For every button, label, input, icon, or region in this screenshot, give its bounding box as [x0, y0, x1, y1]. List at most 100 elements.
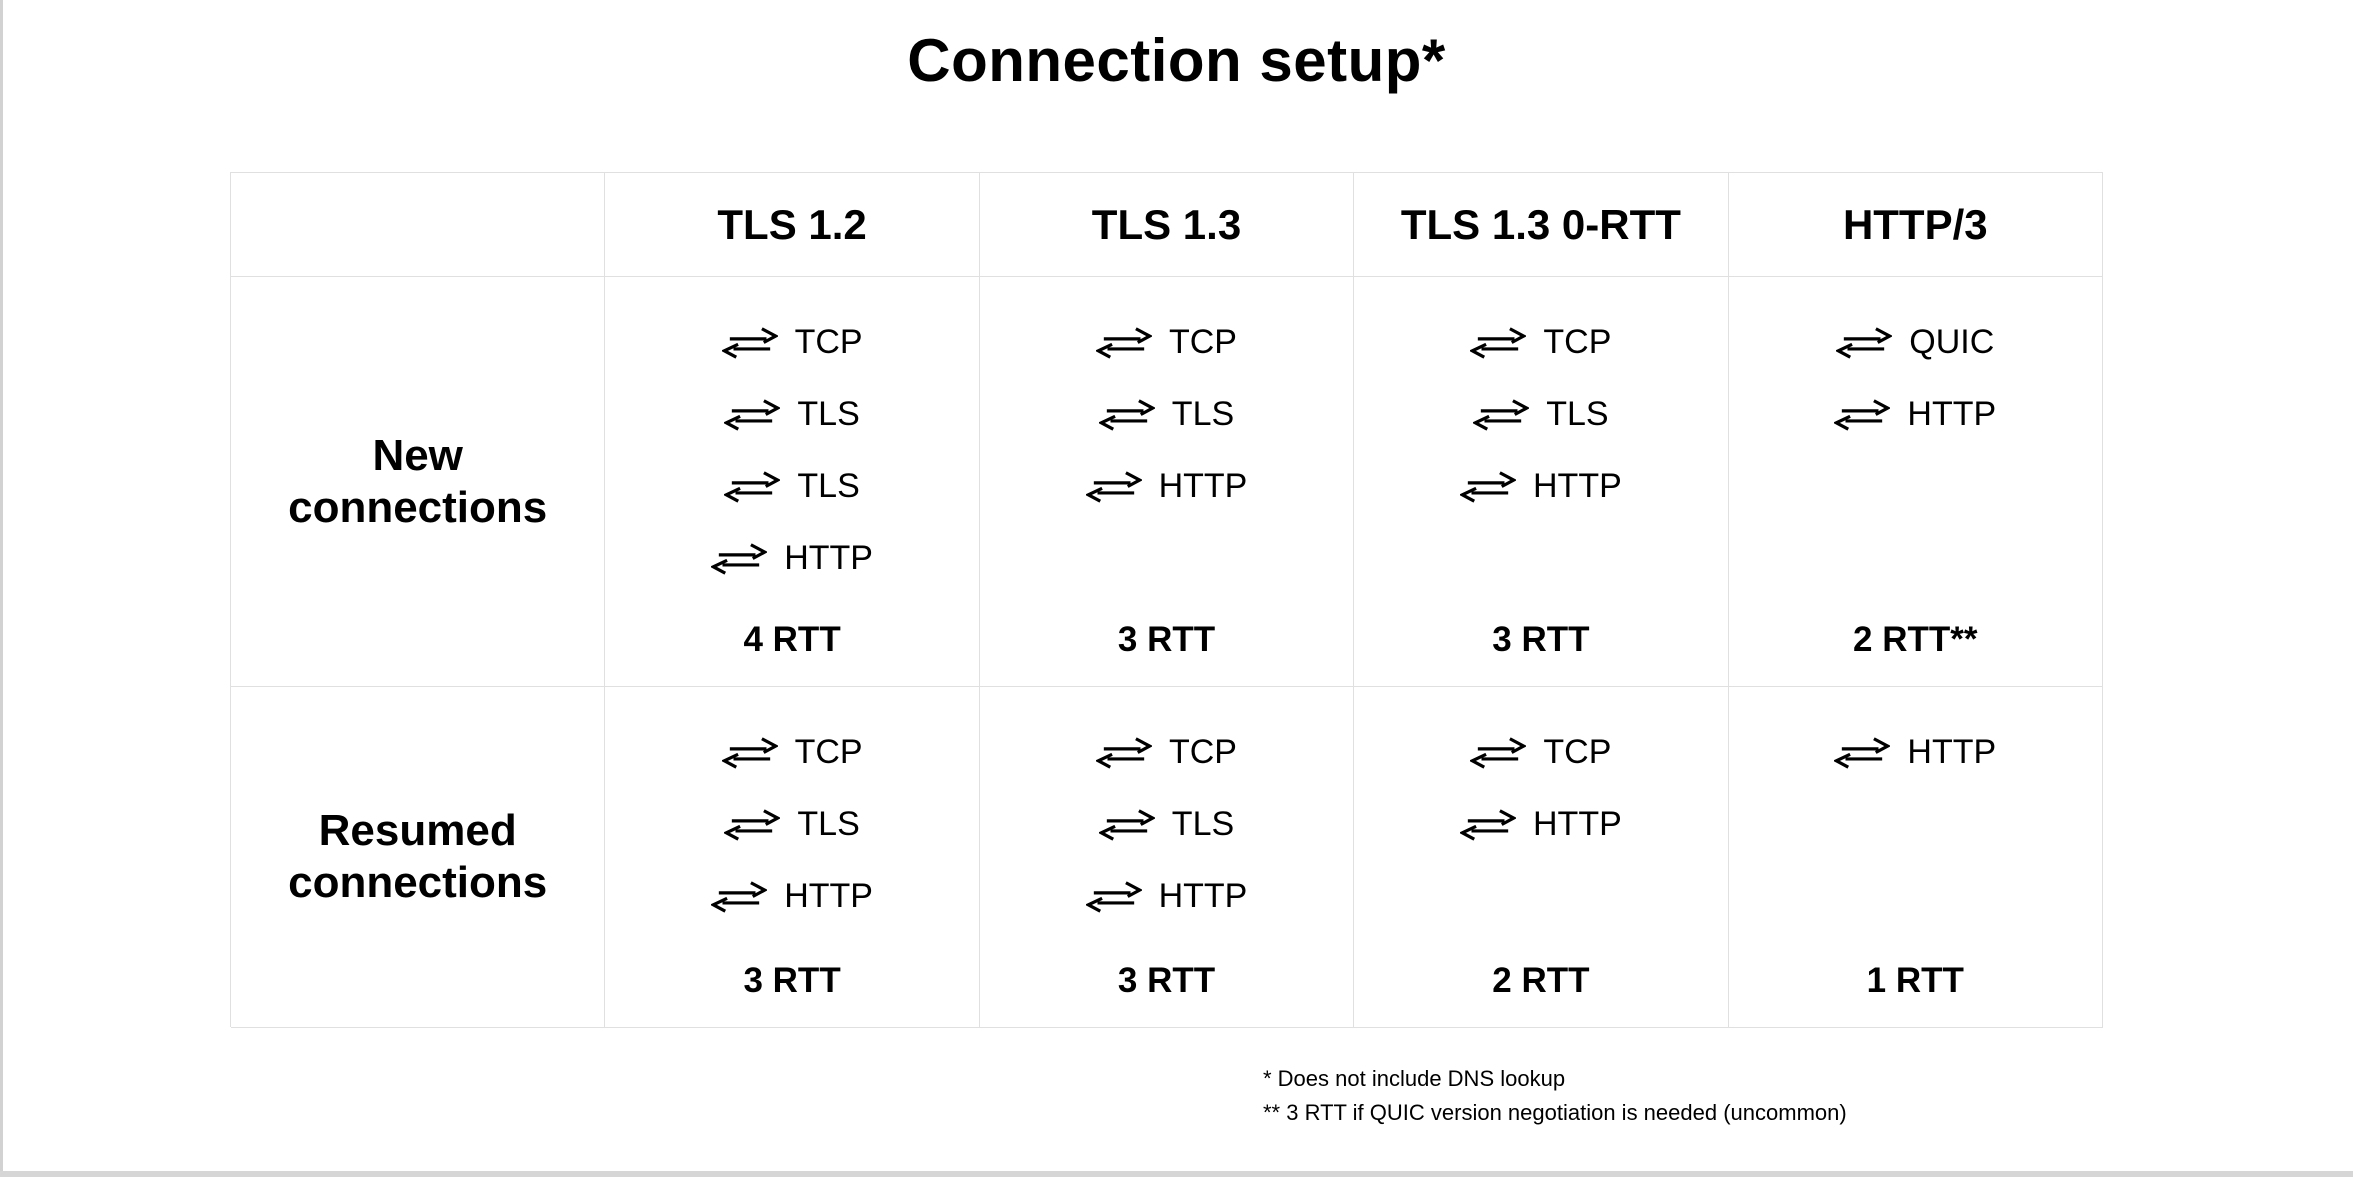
footnotes: * Does not include DNS lookup ** 3 RTT i… — [1263, 1062, 1847, 1130]
round-trip-arrows-icon — [1460, 808, 1516, 841]
handshake-steps: TCP TLS HTTP — [1085, 323, 1248, 505]
handshake-step: HTTP — [1834, 397, 1996, 431]
cell-resumed-http-3: HTTP 1 RTT — [1728, 687, 2103, 1028]
protocol-label: QUIC — [1909, 323, 1995, 361]
handshake-step: HTTP — [1460, 807, 1622, 841]
handshake-step: HTTP — [711, 879, 873, 913]
round-trip-arrows-icon — [1834, 736, 1891, 769]
column-header-http-3: HTTP/3 — [1728, 173, 2103, 277]
protocol-label: TCP — [794, 323, 863, 361]
column-header-tls-1-3: TLS 1.3 — [979, 173, 1355, 277]
footnote-quic-negotiation: ** 3 RTT if QUIC version negotiation is … — [1263, 1100, 1847, 1125]
round-trip-arrows-icon — [1098, 808, 1155, 841]
handshake-step: TLS — [724, 395, 860, 433]
round-trip-arrows-icon — [1460, 470, 1516, 503]
handshake-step: TCP — [721, 323, 863, 361]
handshake-step: TCP — [1095, 733, 1237, 771]
protocol-label: TLS — [797, 805, 860, 843]
window-left-edge — [0, 0, 3, 1177]
handshake-step: TCP — [1470, 735, 1611, 769]
column-header-tls-1-3-0-rtt: TLS 1.3 0-RTT — [1354, 173, 1729, 277]
round-trip-arrows-icon — [1834, 398, 1891, 431]
page-title: Connection setup* — [907, 27, 1446, 94]
rtt-total-label: 3 RTT — [1117, 961, 1216, 1000]
column-header-tls-1-2: TLS 1.2 — [605, 173, 980, 277]
protocol-label: HTTP — [1907, 395, 1997, 433]
handshake-step: HTTP — [1460, 469, 1622, 503]
protocol-label: TCP — [1543, 323, 1612, 361]
rtt-total-label: 3 RTT — [743, 961, 841, 1000]
connection-setup-table: TLS 1.2 TLS 1.3 TLS 1.3 0-RTT HTTP/3 New… — [230, 172, 2103, 1028]
handshake-steps: TCP TLS HTTP — [1460, 325, 1622, 503]
protocol-label: TCP — [794, 733, 863, 771]
handshake-step: TLS — [724, 805, 860, 843]
round-trip-arrows-icon — [724, 398, 781, 431]
protocol-label: TLS — [797, 467, 860, 505]
round-trip-arrows-icon — [711, 880, 768, 913]
round-trip-arrows-icon — [721, 736, 778, 769]
round-trip-arrows-icon — [1095, 326, 1152, 359]
round-trip-arrows-icon — [1473, 398, 1530, 431]
cell-resumed-tls-1-3-0-rtt: TCP HTTP 2 RTT — [1354, 687, 1729, 1028]
handshake-step: TLS — [724, 467, 860, 505]
rtt-total-label: 4 RTT — [743, 620, 841, 659]
protocol-label: HTTP — [1907, 733, 1997, 771]
row-label-new-connections: New connections — [231, 277, 606, 687]
rtt-total-label: 2 RTT — [1492, 961, 1590, 1000]
protocol-label: TLS — [1171, 395, 1235, 433]
window-bottom-edge — [0, 1171, 2353, 1177]
corner-cell — [231, 173, 606, 277]
protocol-label: HTTP — [784, 877, 873, 915]
handshake-step: TCP — [721, 733, 863, 771]
rtt-total-label: 2 RTT** — [1853, 620, 1978, 659]
handshake-step: TLS — [1098, 805, 1235, 843]
rtt-total-label: 3 RTT — [1117, 620, 1216, 659]
protocol-label: TCP — [1168, 323, 1237, 361]
handshake-steps: QUIC HTTP — [1834, 325, 1996, 431]
handshake-step: HTTP — [711, 541, 873, 575]
handshake-step: QUIC — [1836, 325, 1994, 359]
protocol-label: TCP — [1543, 733, 1612, 771]
round-trip-arrows-icon — [1836, 326, 1893, 359]
round-trip-arrows-icon — [724, 808, 781, 841]
round-trip-arrows-icon — [724, 470, 781, 503]
handshake-step: HTTP — [1834, 735, 1996, 769]
row-label-resumed-connections: Resumed connections — [231, 687, 606, 1028]
handshake-step: TLS — [1473, 395, 1609, 433]
protocol-label: HTTP — [1158, 877, 1248, 915]
footnote-dns: * Does not include DNS lookup — [1263, 1066, 1566, 1091]
rtt-total-label: 3 RTT — [1492, 620, 1590, 659]
cell-new-http-3: QUIC HTTP 2 RTT** — [1728, 277, 2103, 687]
handshake-steps: HTTP — [1834, 735, 1996, 769]
cell-new-tls-1-3: TCP TLS HTTP 3 RTT — [979, 277, 1355, 687]
cell-resumed-tls-1-3: TCP TLS HTTP 3 RTT — [979, 687, 1355, 1028]
handshake-step: TCP — [1095, 323, 1237, 361]
round-trip-arrows-icon — [721, 326, 778, 359]
round-trip-arrows-icon — [1098, 398, 1155, 431]
protocol-label: TLS — [1171, 805, 1235, 843]
handshake-step: TLS — [1098, 395, 1235, 433]
rtt-total-label: 1 RTT — [1866, 961, 1964, 1000]
round-trip-arrows-icon — [1085, 470, 1142, 503]
handshake-steps: TCP HTTP — [1460, 735, 1622, 841]
protocol-label: HTTP — [784, 539, 873, 577]
protocol-label: TLS — [1546, 395, 1609, 433]
protocol-label: TLS — [797, 395, 860, 433]
cell-new-tls-1-2: TCP TLS TLS HTTP 4 RTT — [605, 277, 980, 687]
round-trip-arrows-icon — [711, 542, 768, 575]
handshake-steps: TCP TLS TLS HTTP — [711, 325, 873, 575]
protocol-label: TCP — [1168, 733, 1237, 771]
round-trip-arrows-icon — [1470, 736, 1527, 769]
round-trip-arrows-icon — [1470, 326, 1527, 359]
handshake-steps: TCP TLS HTTP — [711, 735, 873, 913]
round-trip-arrows-icon — [1085, 880, 1142, 913]
cell-resumed-tls-1-2: TCP TLS HTTP 3 RTT — [605, 687, 980, 1028]
handshake-step: HTTP — [1085, 467, 1248, 505]
handshake-step: HTTP — [1085, 877, 1248, 915]
handshake-step: TCP — [1470, 325, 1611, 359]
protocol-label: HTTP — [1158, 467, 1248, 505]
round-trip-arrows-icon — [1095, 736, 1152, 769]
protocol-label: HTTP — [1533, 805, 1622, 843]
protocol-label: HTTP — [1533, 467, 1622, 505]
